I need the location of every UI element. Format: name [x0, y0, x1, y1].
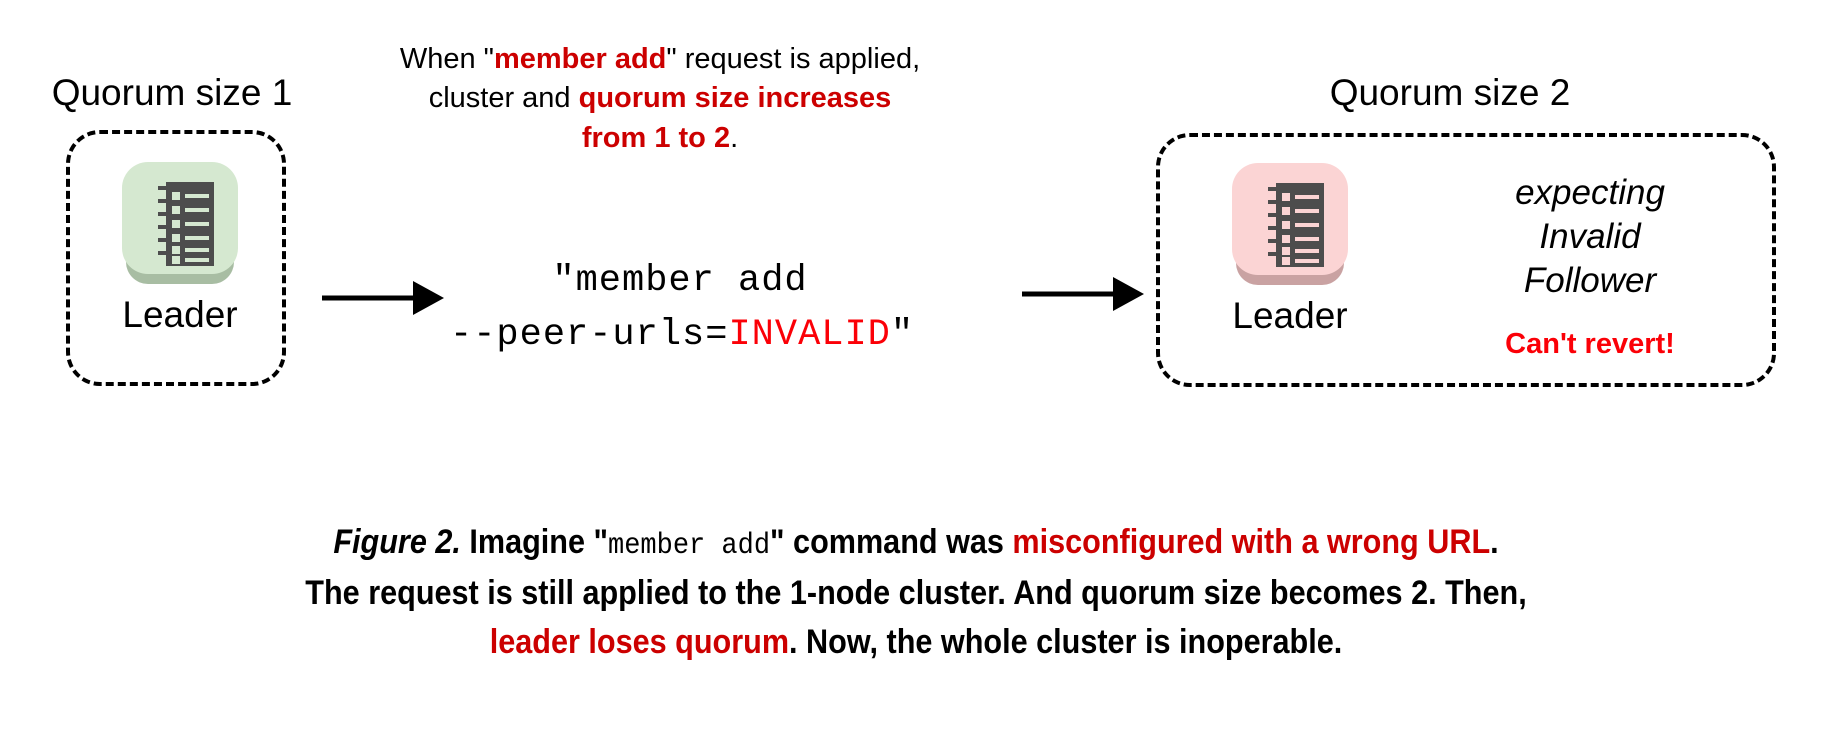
- command-line-1: "member add: [552, 260, 808, 302]
- arrow-right-icon-right: [1022, 276, 1144, 312]
- caption-l1-red: misconfigured with a wrong URL: [1012, 523, 1491, 561]
- command-text: "member add --peer-urls=INVALID": [450, 255, 913, 363]
- right-leader-node: Leader: [1230, 163, 1350, 337]
- command-flag: --peer-urls=: [450, 313, 729, 356]
- command-quote-close: ": [890, 313, 915, 356]
- figure-number: Figure 2.: [333, 523, 461, 561]
- note-line-2: Invalid: [1539, 217, 1641, 257]
- caption-l3-red: leader loses quorum: [489, 622, 790, 661]
- command-line-2: --peer-urls=INVALID": [450, 309, 913, 363]
- top-annotation-line-2: cluster and quorum size increases: [330, 79, 990, 118]
- server-rack-icon: [122, 162, 238, 284]
- caption-l3-b: . Now, the whole cluster is inoperable.: [789, 622, 1343, 661]
- right-cluster-box: Leader expecting Invalid Follower Can't …: [1156, 133, 1776, 387]
- right-node-label: Leader: [1232, 295, 1348, 336]
- top-note-l3-highlight: from 1 to 2: [581, 121, 731, 154]
- left-leader-node: Leader: [120, 162, 240, 336]
- caption-line-2: The request is still applied to the 1-no…: [305, 573, 1527, 612]
- server-rack-icon: [1232, 163, 1348, 285]
- top-note-l1-c: " request is applied,: [666, 43, 921, 75]
- note-line-1: expecting: [1515, 173, 1665, 212]
- caption-l1-c: .: [1490, 523, 1499, 561]
- figure-caption: Figure 2. Imagine "member add" command w…: [92, 518, 1741, 667]
- caption-l1-b: " command was: [770, 523, 1013, 561]
- top-annotation: When "member add" request is applied, cl…: [330, 40, 990, 158]
- caption-line-1: Figure 2. Imagine "member add" command w…: [92, 518, 1741, 569]
- top-annotation-line-3: from 1 to 2.: [330, 119, 990, 158]
- left-cluster-box: Leader: [66, 130, 286, 386]
- top-note-l1-a: When ": [399, 43, 494, 75]
- caption-line-3: leader loses quorum. Now, the whole clus…: [92, 618, 1741, 667]
- left-cluster-title: Quorum size 1: [51, 72, 293, 113]
- left-node-label: Leader: [122, 294, 238, 335]
- arrow-right-icon-left: [322, 280, 444, 316]
- right-cluster-title: Quorum size 2: [1329, 72, 1571, 113]
- top-note-l3-b: .: [730, 121, 739, 154]
- top-note-l1-highlight: member add: [493, 43, 667, 75]
- caption-l1-mono: member add: [608, 529, 771, 563]
- top-note-l2-a: cluster and: [428, 82, 579, 115]
- top-annotation-line-1: When "member add" request is applied,: [330, 40, 990, 79]
- note-line-3: Follower: [1523, 261, 1657, 301]
- top-note-l2-highlight: quorum size increases: [578, 82, 892, 115]
- caption-l1-a: Imagine ": [460, 523, 609, 561]
- right-cluster-note: expecting Invalid Follower: [1440, 171, 1740, 303]
- cannot-revert-warning: Can't revert!: [1505, 328, 1675, 360]
- command-invalid-value: INVALID: [728, 313, 891, 356]
